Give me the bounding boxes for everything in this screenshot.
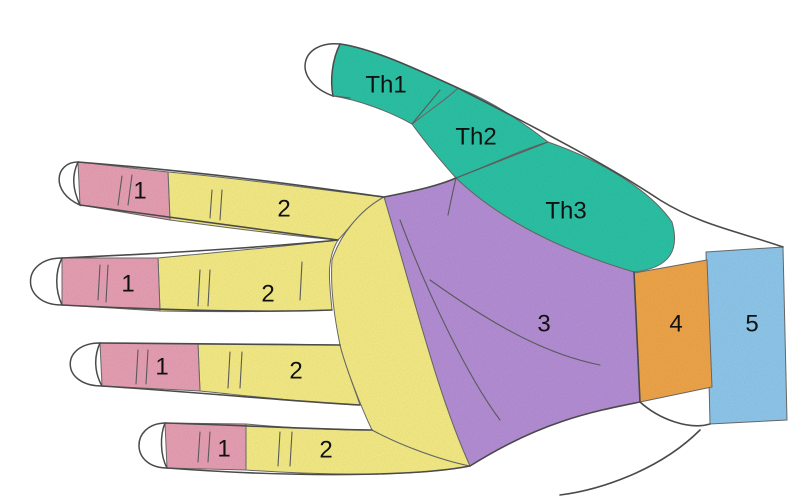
- nail-index: [59, 162, 80, 205]
- label-zone-1-little: 1: [217, 435, 230, 462]
- label-th2: Th2: [455, 123, 496, 150]
- label-zone-1-index: 1: [133, 177, 146, 204]
- label-th1: Th1: [365, 71, 406, 98]
- label-th3: Th3: [545, 197, 586, 224]
- fingertip-zone-1-middle: [62, 258, 160, 311]
- label-zone-1-ring: 1: [155, 353, 168, 380]
- fingertip-zone-1-little: [165, 423, 246, 470]
- label-zone-2-index: 2: [277, 195, 290, 222]
- nail-ring: [70, 343, 102, 386]
- label-zone-2-middle: 2: [261, 280, 274, 307]
- label-zone-3: 3: [537, 310, 550, 337]
- label-zone-2-ring: 2: [289, 357, 302, 384]
- nail-middle: [31, 258, 63, 305]
- finger-middle-zone-2-middle: [158, 240, 338, 312]
- label-zone-5: 5: [745, 310, 758, 337]
- label-zone-4: 4: [669, 310, 682, 337]
- label-zone-1-middle: 1: [121, 270, 134, 297]
- fingertip-zone-1-ring: [100, 343, 200, 391]
- finger-middle-zone-2-ring: [198, 344, 360, 405]
- nail-little: [139, 423, 167, 468]
- label-zone-2-little: 2: [319, 436, 332, 463]
